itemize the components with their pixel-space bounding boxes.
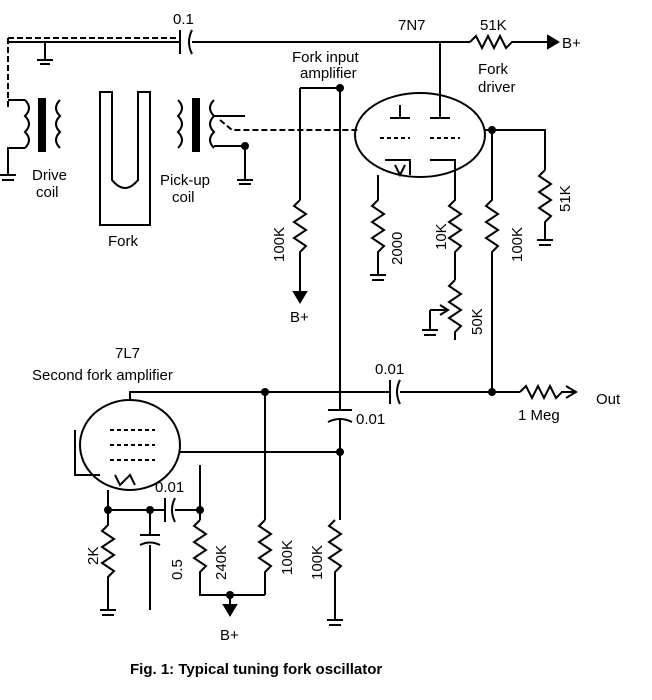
cap-0-01-coupling (389, 379, 401, 405)
resistor-51k-driver (469, 33, 540, 51)
r-100k-b-label: 100K (309, 545, 326, 580)
r-bias-label: 100K (271, 227, 288, 262)
r-2k-label: 2K (85, 547, 102, 565)
ground-bottom-left (100, 609, 116, 616)
junction-dot (196, 506, 204, 514)
pickup-to-grid (219, 119, 360, 131)
tube-7l7-cathode (107, 473, 136, 510)
wire-plate-right (485, 129, 546, 170)
cap-0-5 (139, 510, 161, 610)
bplus-bottom-label: B+ (220, 627, 239, 644)
pickup-coil-left (176, 99, 183, 149)
r-out-label: 1 Meg (518, 407, 560, 424)
bplus-top-label: B+ (562, 35, 581, 52)
resistor-100k-bias (292, 199, 308, 290)
cap-0-01-bypass (327, 409, 353, 423)
resistor-100k-a (257, 519, 273, 595)
drive-coil-right (55, 99, 62, 149)
drive-coil-label-1: Drive (32, 167, 67, 184)
resistor-10k (447, 175, 463, 280)
junction-dot (488, 126, 496, 134)
resistor-2000 (370, 175, 386, 281)
r-driver-label: 51K (480, 17, 507, 34)
tube-7n7-label: 7N7 (398, 17, 426, 34)
r-cathode2-label: 10K (433, 223, 450, 250)
tube-7n7-role-1: Fork input (292, 49, 360, 66)
drive-coil-left (23, 99, 30, 149)
pickup-coil-label-1: Pick-up (160, 172, 210, 189)
tube-7n7 (354, 92, 486, 178)
pickup-coil-core (192, 98, 200, 152)
fork-driver-label-1: Fork (478, 61, 509, 78)
junction-dot (146, 506, 154, 514)
drive-coil-label-2: coil (36, 184, 59, 201)
resistor-240k (192, 519, 265, 596)
bplus-arrow-mid (292, 290, 308, 304)
resistor-2k (100, 510, 116, 610)
tube-7l7-grids (110, 429, 155, 461)
junction-dot (241, 142, 249, 150)
c-couple-label: 0.01 (375, 361, 404, 378)
c-bypass-label: 0.01 (356, 411, 385, 428)
junction-dot (104, 506, 112, 514)
pickup-coil-label-2: coil (172, 189, 195, 206)
r-cathode-label: 2000 (389, 232, 406, 265)
pot-50k (447, 279, 463, 340)
pickup-coil-right (209, 99, 216, 149)
wire-grid-bias (299, 87, 341, 200)
drive-coil-wire (0, 99, 25, 181)
fork-label: Fork (108, 233, 139, 250)
cap-0-01-cathode (164, 497, 176, 523)
resistor-1meg (519, 383, 578, 401)
junction-dot (226, 591, 234, 599)
tube-7l7-label: 7L7 (115, 345, 140, 362)
tube-7n7-cathodes (385, 159, 456, 178)
resistor-51k-load (537, 169, 553, 246)
fork-shape (99, 91, 151, 226)
cap-0-1 (179, 29, 193, 55)
tube-7l7-plate (129, 391, 266, 520)
resistor-100k-plate (484, 130, 500, 395)
junction-dot (336, 448, 344, 456)
shield-ground-stub (37, 42, 53, 65)
c-cath-label: 0.01 (155, 479, 184, 496)
r-100k-a-label: 100K (279, 540, 296, 575)
r-load-label: 51K (557, 185, 574, 212)
c-cath2-label: 0.5 (169, 559, 186, 580)
r-240k-label: 240K (213, 545, 230, 580)
junction-dot (488, 388, 496, 396)
out-label: Out (596, 391, 621, 408)
pot-label: 50K (469, 308, 486, 335)
figure-caption: Fig. 1: Typical tuning fork oscillator (130, 661, 382, 678)
tube-7n7-plates (390, 42, 450, 119)
resistor-100k-b (327, 519, 343, 626)
r-plate-label: 100K (509, 227, 526, 262)
drive-coil-core (38, 98, 46, 152)
bplus-mid-label: B+ (290, 309, 309, 326)
tube-7l7-screen (74, 430, 100, 476)
cap-0-1-label: 0.1 (173, 11, 194, 28)
bplus-arrow-top (540, 34, 560, 50)
tube-7n7-role-2: amplifier (300, 65, 357, 82)
tube-7l7-role: Second fork amplifier (32, 367, 173, 384)
fork-driver-label-2: driver (478, 79, 516, 96)
pot-wiper (422, 304, 450, 336)
junction-dot (336, 84, 344, 92)
pickup-wire (214, 115, 253, 185)
junction-dot (261, 388, 269, 396)
